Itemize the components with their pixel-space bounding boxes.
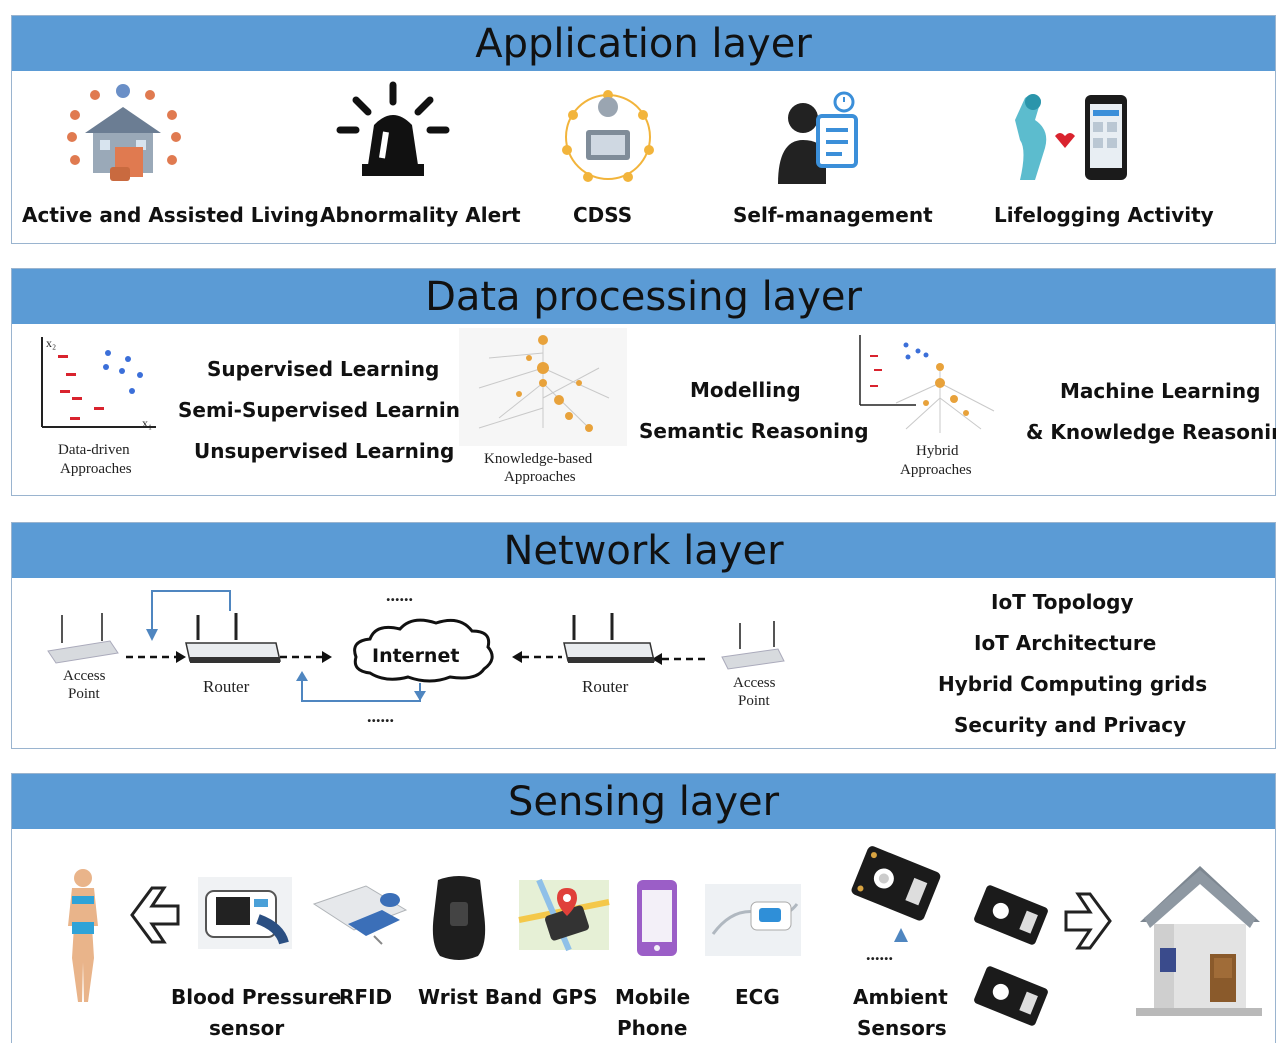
network-dots-top: ...... <box>386 585 413 605</box>
data-processing-layer: Data processing layer <box>11 268 1276 496</box>
application-layer-title: Application layer <box>12 16 1275 71</box>
application-layer: Application layer <box>11 15 1276 244</box>
app-label-aal: Active and Assisted Living <box>22 203 319 227</box>
hybrid-plot-icon <box>859 335 995 433</box>
network-diagram <box>47 590 785 702</box>
axis-label-x2: x₂ <box>46 336 57 350</box>
knowledge-graph-icon <box>459 328 627 446</box>
router-left-label: Router <box>203 677 250 696</box>
sensing-layer-title: Sensing layer <box>12 774 1275 829</box>
ambient-sensor-2-icon <box>974 885 1048 945</box>
sensing-label-ecg: ECG <box>735 985 780 1009</box>
sensing-label-ambient-2: Sensors <box>857 1016 947 1040</box>
scatter-plot-icon <box>41 337 156 428</box>
gps-map-icon <box>518 878 610 952</box>
access-point-left-label-1: Access <box>63 668 106 684</box>
person-icon <box>68 869 98 1002</box>
network-topic-grids: Hybrid Computing grids <box>938 672 1208 696</box>
data-processing-layer-title: Data processing layer <box>12 269 1275 324</box>
network-layer-title: Network layer <box>12 523 1275 578</box>
hybrid-caption-2: Approaches <box>900 462 972 478</box>
access-point-right-label-1: Access <box>733 675 776 691</box>
sensing-label-blood-pressure-2: sensor <box>209 1016 285 1040</box>
sensing-label-blood-pressure-1: Blood Pressure <box>171 985 342 1009</box>
ecg-device-icon <box>705 884 801 956</box>
access-point-right-label-2: Point <box>738 693 770 709</box>
learning-supervised: Supervised Learning <box>207 357 440 381</box>
access-point-left-icon <box>47 613 119 664</box>
arrow-right-icon <box>1064 892 1112 950</box>
network-topic-security: Security and Privacy <box>954 713 1187 737</box>
internet-label: Internet <box>372 645 460 667</box>
ambient-up-arrow-icon <box>894 928 908 942</box>
sensing-label-gps: GPS <box>552 985 598 1009</box>
router-left-icon <box>185 613 281 663</box>
router-right-label: Router <box>582 677 629 696</box>
person-clipboard-icon <box>778 91 858 184</box>
sensing-label-mobile-2: Phone <box>617 1016 688 1040</box>
app-label-lifelogging: Lifelogging Activity <box>994 203 1214 227</box>
house-icon <box>1136 866 1262 1016</box>
sensing-label-wrist-band: Wrist Band <box>418 985 543 1009</box>
sensing-label-mobile-1: Mobile <box>615 985 691 1009</box>
knowledge-caption-2: Approaches <box>504 469 576 485</box>
internet-cloud-icon <box>353 618 494 683</box>
data-driven-caption-2: Approaches <box>60 461 132 477</box>
learning-unsupervised: Unsupervised Learning <box>194 439 455 463</box>
alarm-light-icon <box>336 81 450 176</box>
axis-label-x1: x₁ <box>142 416 153 430</box>
network-topic-architecture: IoT Architecture <box>974 631 1157 655</box>
blood-pressure-monitor-icon <box>198 877 292 949</box>
access-point-right-icon <box>721 621 785 670</box>
sensing-label-rfid: RFID <box>339 985 393 1009</box>
app-label-alert: Abnormality Alert <box>320 203 521 227</box>
network-dots-bottom: ...... <box>367 706 394 726</box>
app-label-cdss: CDSS <box>573 203 633 227</box>
ambient-sensor-icon <box>851 846 941 921</box>
network-layer: Network layer <box>11 522 1276 749</box>
router-right-icon <box>563 613 655 663</box>
mobile-phone-icon <box>637 880 677 956</box>
arrow-left-icon <box>130 886 180 944</box>
app-label-self-management: Self-management <box>733 203 933 227</box>
hybrid-caption-1: Hybrid <box>916 443 959 459</box>
fitness-phone-icon <box>1015 94 1127 180</box>
knowledge-modelling: Modelling <box>690 378 801 402</box>
data-driven-caption-1: Data-driven <box>58 442 130 458</box>
sensing-dots: ...... <box>866 944 893 964</box>
clinical-network-icon <box>562 90 654 182</box>
learning-semi-supervised: Semi-Supervised Learning <box>178 398 475 422</box>
ambient-sensor-3-icon <box>974 966 1048 1026</box>
wrist-band-icon <box>432 876 486 960</box>
knowledge-semantic-reasoning: Semantic Reasoning <box>639 419 869 443</box>
hybrid-knowledge-reasoning: & Knowledge Reasoning <box>1026 420 1276 444</box>
access-point-left-label-2: Point <box>68 686 100 702</box>
knowledge-caption-1: Knowledge-based <box>484 451 593 467</box>
sensing-label-ambient-1: Ambient <box>853 985 948 1009</box>
rfid-card-icon <box>312 885 408 945</box>
smart-home-icon <box>67 84 181 181</box>
network-topic-topology: IoT Topology <box>991 590 1134 614</box>
hybrid-machine-learning: Machine Learning <box>1060 379 1261 403</box>
